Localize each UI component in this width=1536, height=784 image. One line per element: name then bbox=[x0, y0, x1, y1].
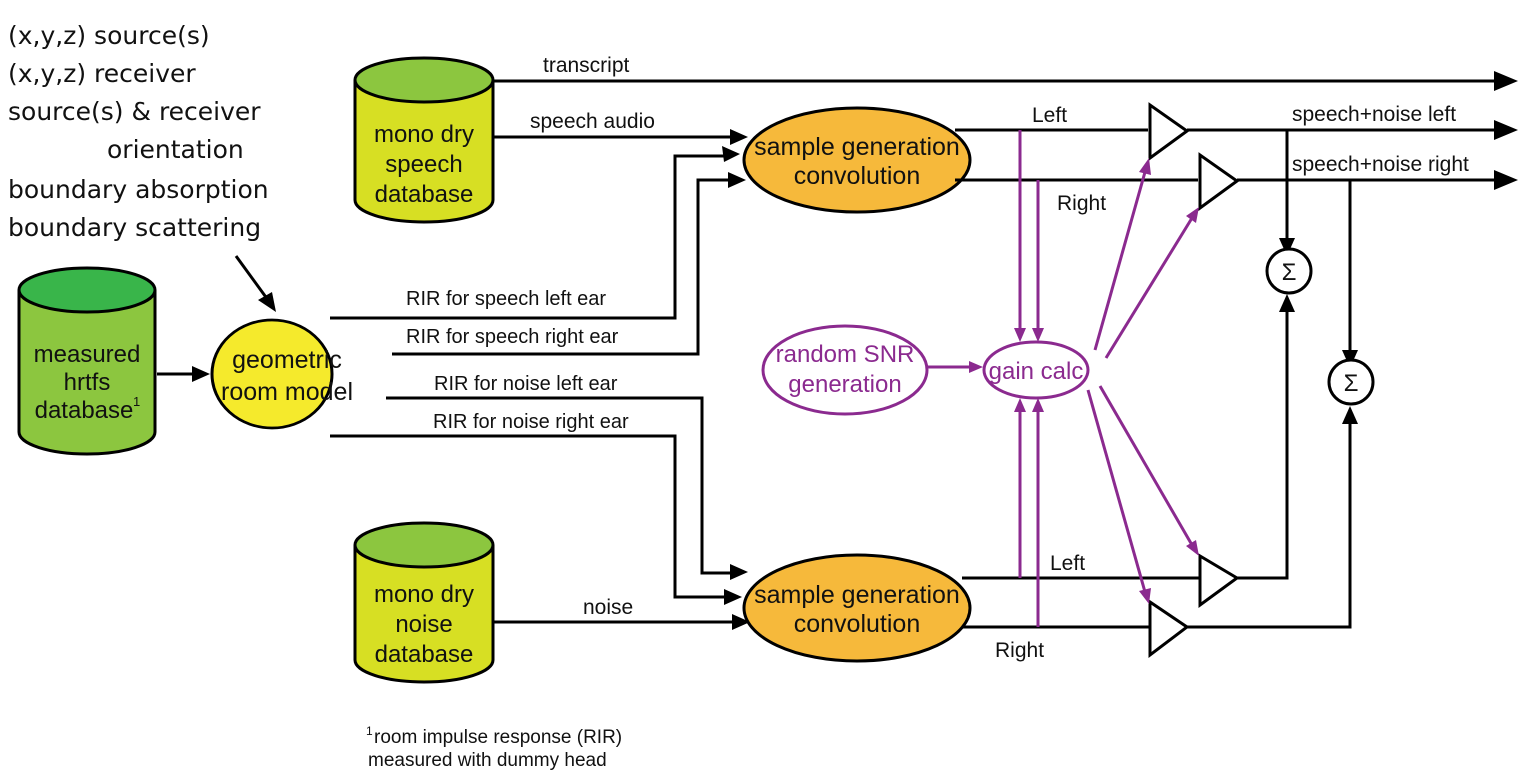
out-left-arrowhead bbox=[1494, 120, 1518, 140]
rir-speech-left-label: RIR for speech left ear bbox=[406, 288, 606, 310]
sample-gen-top-label-2: convolution bbox=[794, 162, 920, 190]
snr-gen-label-1: random SNR bbox=[776, 341, 915, 368]
transcript-label: transcript bbox=[543, 54, 630, 77]
transcript-arrowhead bbox=[1494, 71, 1518, 91]
gain-calc-label: gain calc bbox=[989, 358, 1084, 385]
amplifier-speech-left bbox=[1148, 102, 1190, 161]
param-boundary-scattering: boundary scattering bbox=[8, 213, 261, 242]
rir-noise-right-arrowhead bbox=[724, 589, 742, 605]
gain-to-noise-right-arrowhead bbox=[1139, 588, 1151, 604]
noise-db-label-1: mono dry bbox=[374, 581, 474, 608]
gain-control-path: random SNR generation gain calc bbox=[761, 130, 1199, 627]
footnote-mark: 1 bbox=[366, 724, 373, 738]
room-model-label-2: room model bbox=[221, 378, 353, 406]
bottom-right-label: Right bbox=[995, 639, 1044, 662]
params-arrow-line bbox=[234, 255, 270, 301]
top-right-tap-arrowhead bbox=[1032, 328, 1044, 342]
sample-generation-speech: sample generation convolution bbox=[742, 106, 972, 214]
gain-to-noise-left bbox=[1098, 385, 1194, 546]
sum-node-right bbox=[1327, 358, 1375, 406]
noise-db-label-3: database bbox=[375, 641, 474, 668]
footnote-line-2: measured with dummy head bbox=[368, 750, 607, 771]
rir-noise-right-label: RIR for noise right ear bbox=[433, 411, 629, 433]
params-arrowhead bbox=[258, 292, 276, 312]
gain-to-speech-left bbox=[1093, 171, 1147, 351]
speech-database: mono dry speech database bbox=[353, 56, 495, 224]
rir-noise-right-line bbox=[330, 434, 725, 599]
out-right-arrowhead bbox=[1494, 170, 1518, 190]
noise-label: noise bbox=[583, 596, 633, 619]
noise-arrowhead bbox=[732, 614, 750, 630]
param-source-position: (x,y,z) source(s) bbox=[8, 21, 210, 50]
sample-gen-top-label-1: sample generation bbox=[754, 133, 960, 161]
footnote: 1 room impulse response (RIR) measured w… bbox=[366, 724, 622, 771]
geometric-room-model: geometric room model bbox=[210, 318, 353, 430]
gain-to-speech-right-arrowhead bbox=[1186, 207, 1199, 223]
param-orientation: source(s) & receiver bbox=[8, 97, 261, 126]
noise-database: mono dry noise database bbox=[353, 521, 495, 684]
param-boundary-absorption: boundary absorption bbox=[8, 175, 269, 204]
hrtf-db-label-2: hrtfs bbox=[64, 369, 111, 396]
room-model-label-1: geometric bbox=[232, 346, 342, 374]
param-receiver-position: (x,y,z) receiver bbox=[8, 59, 196, 88]
top-right-label: Right bbox=[1057, 192, 1106, 215]
sum-node-left bbox=[1265, 247, 1313, 295]
hrtf-db-label-1: measured bbox=[34, 341, 141, 368]
snr-generation-node bbox=[761, 324, 929, 416]
noise-left-to-sum-line bbox=[1237, 310, 1289, 580]
rir-speech-right-arrowhead bbox=[728, 172, 746, 188]
amplifier-noise-left bbox=[1198, 553, 1240, 608]
bottom-left-tap-arrowhead bbox=[1014, 398, 1026, 412]
bottom-left-label: Left bbox=[1050, 552, 1085, 575]
rir-speech-right-label: RIR for speech right ear bbox=[406, 326, 619, 348]
sample-gen-bottom-label-2: convolution bbox=[794, 610, 920, 638]
sum-left-top-arrowhead bbox=[1279, 238, 1295, 256]
hrtf-database: measured hrtfs database 1 bbox=[17, 266, 157, 456]
snr-to-gain-arrowhead bbox=[969, 361, 983, 373]
noise-right-to-sum-line bbox=[1187, 422, 1352, 629]
speech-audio-label: speech audio bbox=[530, 110, 655, 133]
gain-to-speech-right bbox=[1104, 217, 1194, 359]
param-orientation-cont: orientation bbox=[107, 135, 244, 164]
hrtf-to-room-arrowhead bbox=[192, 366, 210, 382]
gain-calc-node bbox=[982, 340, 1090, 400]
rir-connections: RIR for speech left ear RIR for speech r… bbox=[330, 146, 748, 605]
speech-audio-arrowhead bbox=[730, 129, 748, 145]
speech-db-label-1: mono dry bbox=[374, 121, 474, 148]
rir-speech-left-arrowhead bbox=[722, 146, 740, 162]
amplifier-noise-right bbox=[1148, 599, 1190, 659]
sum-right-bottom-arrowhead bbox=[1342, 406, 1358, 424]
sample-gen-bottom-label-1: sample generation bbox=[754, 581, 960, 609]
hrtf-db-footnote-mark: 1 bbox=[133, 394, 140, 409]
gain-to-noise-right bbox=[1086, 389, 1147, 593]
noise-db-label-2: noise bbox=[395, 611, 452, 638]
sum-left-symbol: Σ bbox=[1282, 259, 1297, 286]
room-parameters-list: (x,y,z) source(s) (x,y,z) receiver sourc… bbox=[8, 21, 269, 242]
rir-noise-left-arrowhead bbox=[730, 564, 748, 580]
rir-noise-left-label: RIR for noise left ear bbox=[434, 373, 618, 395]
gain-to-speech-left-arrowhead bbox=[1139, 158, 1151, 175]
rir-speech-left-line bbox=[330, 154, 725, 320]
sum-left-bottom-arrowhead bbox=[1279, 294, 1295, 312]
top-left-label: Left bbox=[1032, 104, 1067, 127]
top-left-tap-arrowhead bbox=[1014, 328, 1026, 342]
sample-generation-noise: sample generation convolution bbox=[742, 553, 972, 663]
gain-to-noise-left-arrowhead bbox=[1186, 540, 1199, 556]
bottom-right-tap-arrowhead bbox=[1032, 398, 1044, 412]
speech-db-label-3: database bbox=[375, 181, 474, 208]
out-right-label: speech+noise right bbox=[1292, 153, 1469, 176]
footnote-line-1: room impulse response (RIR) bbox=[374, 727, 622, 748]
rir-speech-right-line bbox=[392, 178, 730, 356]
speech-db-label-2: speech bbox=[385, 151, 462, 178]
snr-gen-label-2: generation bbox=[788, 371, 901, 398]
hrtf-db-label-3: database bbox=[35, 397, 134, 424]
amplifier-speech-right bbox=[1198, 152, 1240, 211]
rir-noise-left-line bbox=[386, 396, 732, 575]
out-left-label: speech+noise left bbox=[1292, 103, 1456, 126]
sum-right-symbol: Σ bbox=[1344, 370, 1359, 397]
